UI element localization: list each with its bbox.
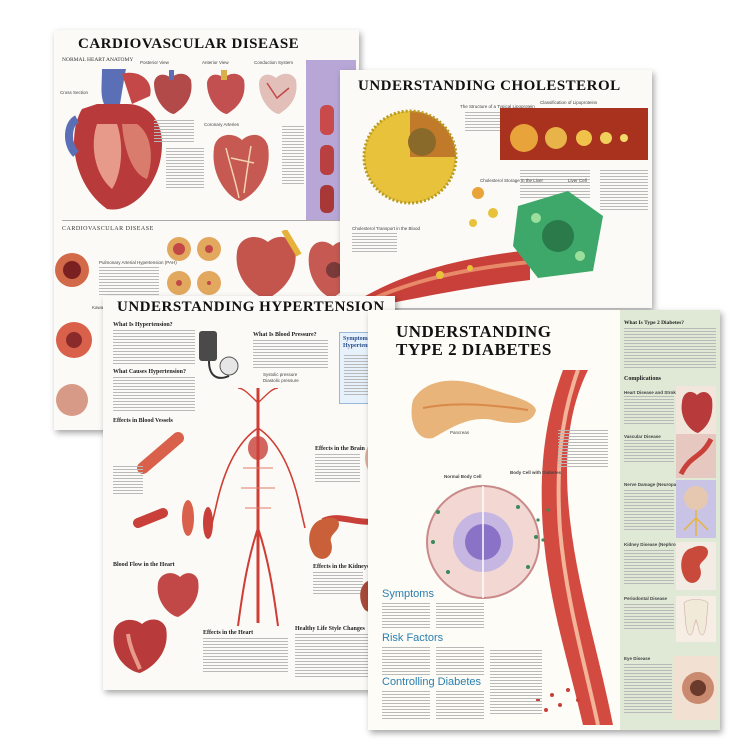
hyper-bp-heading: What Is Blood Pressure? — [253, 332, 317, 338]
arterial-system-illustration — [210, 388, 306, 627]
diabetes-heart-label: Heart Disease and Stroke — [624, 390, 679, 395]
chol-storage-label: Cholesterol Storage in the Liver — [480, 178, 544, 183]
small-heart-views-illustration — [154, 70, 297, 114]
diabetes-title-line1: UNDERSTANDING — [396, 322, 552, 341]
heart-cross-section-illustration — [65, 69, 162, 210]
hyper-vessels-heading: Effects in Blood Vessels — [113, 418, 173, 424]
hyper-title: UNDERSTANDING HYPERTENSION — [117, 299, 385, 315]
cardio-view-label-1: Posterior View — [140, 60, 169, 65]
cardio-left-vessels — [55, 253, 92, 416]
hyper-heart-large — [113, 619, 167, 673]
cardio-title: CARDIOVASCULAR DISEASE — [78, 36, 300, 52]
coronary-heart-illustration — [213, 134, 269, 201]
diabetes-complications-heading: Complications — [624, 376, 662, 382]
hyper-heart-heading: Effects in the Heart — [203, 630, 254, 636]
diabetes-vascular-label: Vascular Disease — [624, 434, 661, 439]
diabetes-eye-label: Eye Disease — [624, 656, 651, 661]
chol-molecules — [469, 187, 498, 227]
understanding-type2-diabetes-poster: UNDERSTANDING TYPE 2 DIABETES What Is Ty… — [368, 310, 720, 730]
cardio-normal-subtitle: NORMAL HEART ANATOMY — [62, 57, 134, 63]
cardio-pah-label: Pulmonary Arterial Hypertension (PAH) — [99, 260, 177, 265]
diabetes-tooth-illustration — [676, 596, 716, 642]
diabetes-risk-heading: Risk Factors — [382, 632, 444, 644]
hyper-what-heading: What Is Hypertension? — [113, 322, 173, 328]
chol-structure-label: The Structure of a Typical Lipoprotein — [460, 104, 535, 109]
hyper-kidneys-heading: Effects in the Kidneys — [313, 564, 370, 570]
blood-pressure-cuff-illustration — [199, 331, 239, 379]
understanding-cholesterol-poster: UNDERSTANDING CHOLESTEROL The Structure … — [340, 70, 652, 308]
liver-cell-illustration — [513, 191, 603, 278]
cardio-view-label-2: Anterior View — [202, 60, 229, 65]
cardio-coronary-label: Coronary Arteries — [204, 122, 240, 127]
hyper-vessel-tubes — [133, 432, 213, 539]
angina-heart-illustration — [236, 230, 302, 299]
diabetes-pancreas-label: Pancreas — [450, 430, 470, 435]
chol-transport-label: Cholesterol Transport in the Blood — [352, 226, 421, 231]
diabetes-cells-illustration — [426, 485, 540, 599]
diabetes-controlling-heading: Controlling Diabetes — [382, 676, 482, 688]
artery-cross-sections — [167, 237, 221, 295]
diabetes-vascular-illustration — [676, 434, 716, 478]
diabetes-periodontal-label: Periodontal Disease — [624, 596, 668, 601]
hyper-lifestyle-heading: Healthy Life Style Changes — [295, 626, 365, 632]
cardio-disease-subtitle: CARDIOVASCULAR DISEASE — [62, 226, 154, 232]
cardio-cross-section-label: Cross Section — [60, 90, 89, 95]
cardio-divider — [62, 220, 352, 221]
lipoprotein-classification-panel — [500, 108, 648, 160]
chol-liver-cell-label: Liver Cell — [568, 178, 587, 183]
hyper-kidney-illustration — [309, 517, 339, 559]
cardio-sidebar-vessels — [320, 105, 334, 213]
chol-title: UNDERSTANDING CHOLESTEROL — [358, 78, 621, 94]
hyper-bp-diastolic: Diastolic pressure — [263, 378, 299, 383]
diabetes-normal-cell-label: Normal Body Cell — [444, 474, 482, 479]
diabetes-kidney-illustration — [676, 542, 716, 590]
hyper-heart-flow-heading: Blood Flow in the Heart — [113, 562, 175, 568]
hyper-heart-flow-illustration — [157, 573, 199, 617]
understanding-hypertension-poster: UNDERSTANDING HYPERTENSION What Is Hyper… — [103, 296, 395, 690]
hyper-brain-heading: Effects in the Brain — [315, 446, 365, 452]
diabetes-title-line2: TYPE 2 DIABETES — [396, 340, 552, 359]
hyper-bp-systolic: Systolic pressure — [263, 372, 298, 377]
lipoprotein-sphere-illustration — [362, 109, 458, 205]
diabetes-nerve-label: Nerve Damage (Neuropathy) — [624, 482, 685, 487]
diabetes-eye-illustration — [674, 656, 718, 720]
diabetes-what-heading: What Is Type 2 Diabetes? — [624, 320, 684, 326]
cardio-view-label-3: Conduction System — [254, 60, 294, 65]
pancreas-illustration — [411, 380, 536, 439]
diabetes-nerve-illustration — [676, 480, 716, 538]
hyper-symptoms-heading: Symptoms of Hypertension — [343, 336, 378, 349]
hyper-causes-heading: What Causes Hypertension? — [113, 369, 187, 375]
chol-classification-label: Classification of Lipoproteins — [540, 100, 598, 105]
diabetes-heart-illustration — [676, 386, 716, 436]
diabetes-symptoms-heading: Symptoms — [382, 588, 434, 600]
diabetes-kidney-label: Kidney Disease (Nephropathy) — [624, 542, 690, 547]
diabetes-diabetic-cell-label: Body Cell with Diabetes — [510, 470, 562, 475]
